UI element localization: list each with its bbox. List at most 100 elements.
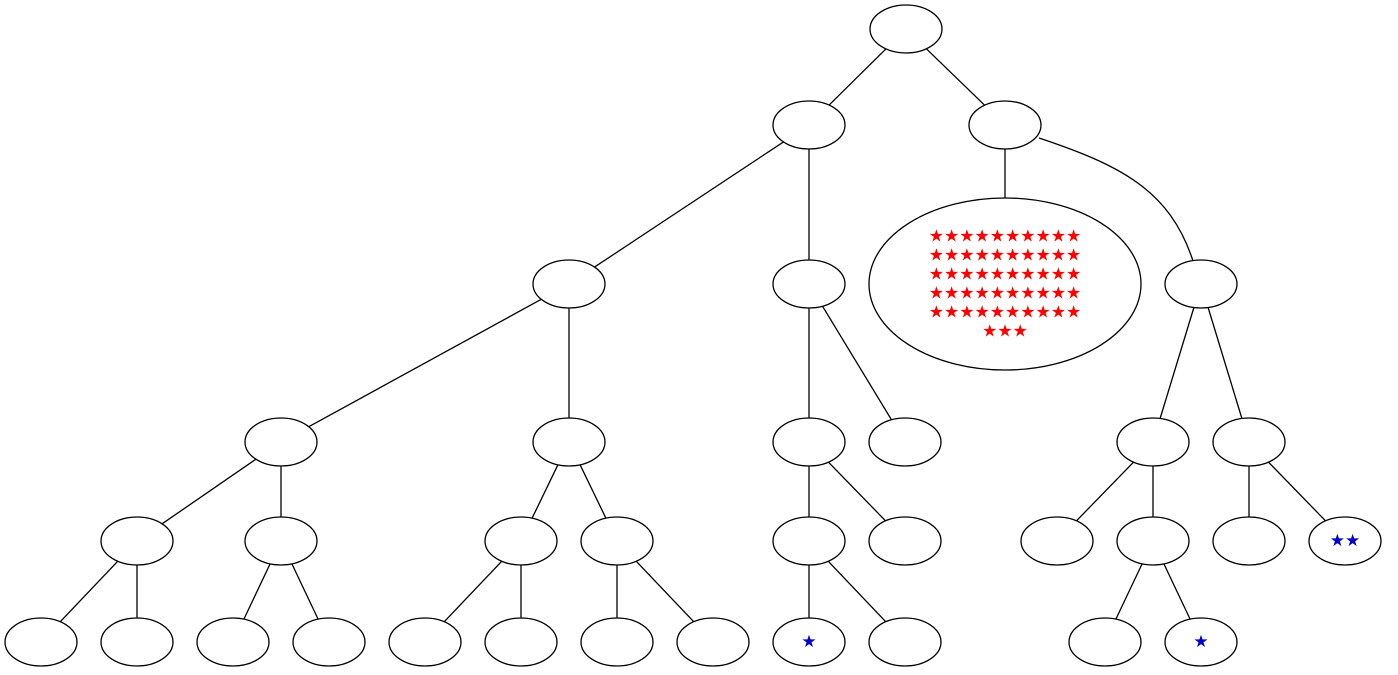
tree-node-l3f xyxy=(1212,417,1286,467)
tree-node-ellipse xyxy=(532,417,606,467)
tree-node-ellipse xyxy=(100,516,174,566)
tree-edge-l4b-l5c xyxy=(243,563,271,620)
tree-node-ellipse xyxy=(868,617,942,667)
tree-node-l3e xyxy=(1116,417,1190,467)
tree-node-ellipse xyxy=(1212,417,1286,467)
tree-node-ellipse xyxy=(1116,417,1190,467)
tree-node-ellipse xyxy=(869,4,943,54)
tree-edge-l3b-l4d xyxy=(579,464,607,519)
star-row: ★★ xyxy=(1330,531,1360,551)
tree-node-ellipse xyxy=(484,617,558,667)
tree-node-l3b xyxy=(532,417,606,467)
tree-node-ellipse xyxy=(868,417,942,467)
tree-edge-l4c-l5e xyxy=(443,560,503,623)
star-row: ★★★★★★★★★★ xyxy=(929,265,1081,285)
tree-node-l3c xyxy=(772,417,846,467)
tree-node-root xyxy=(869,4,943,54)
tree-edge-l2b-l3d xyxy=(821,305,893,421)
tree-node-l5e xyxy=(388,617,462,667)
tree-node-l4e xyxy=(772,516,846,566)
tree-node-ellipse xyxy=(676,617,750,667)
tree-edge-l4h-l5k xyxy=(1115,563,1143,620)
tree-node-l4h xyxy=(1116,516,1190,566)
star-row: ★★★ xyxy=(982,322,1028,342)
tree-node-l4c xyxy=(484,516,558,566)
tree-node-l4j: ★★ xyxy=(1308,516,1382,566)
tree-node-l5j xyxy=(868,617,942,667)
tree-node-ellipse xyxy=(868,197,1142,371)
tree-node-ellipse xyxy=(244,516,318,566)
tree-node-label: ★ xyxy=(801,632,816,652)
tree-edge-l4d-l5h xyxy=(635,560,695,623)
tree-node-ellipse xyxy=(772,417,846,467)
tree-node-label: ★★★★★★★★★★★★★★★★★★★★★★★★★★★★★★★★★★★★★★★★… xyxy=(929,227,1081,342)
star-row: ★★★★★★★★★★ xyxy=(929,227,1081,247)
tree-node-ellipse xyxy=(4,617,78,667)
star-row: ★★★★★★★★★★ xyxy=(929,303,1081,323)
tree-node-ellipse xyxy=(244,417,318,467)
tree-node-ellipse xyxy=(580,617,654,667)
tree-node-l5c xyxy=(196,617,270,667)
tree-node-l5d xyxy=(292,617,366,667)
tree-node-ellipse xyxy=(388,617,462,667)
star-row: ★ xyxy=(801,632,816,652)
tree-node-ellipse xyxy=(772,516,846,566)
tree-node-l3a xyxy=(244,417,318,467)
tree-edge-l2a-l3a xyxy=(308,298,542,428)
tree-node-l4a xyxy=(100,516,174,566)
tree-edge-l2d-l3f xyxy=(1207,307,1243,419)
tree-node-ellipse xyxy=(1116,516,1190,566)
tree-node-ellipse xyxy=(968,100,1042,150)
tree-node-ellipse xyxy=(1308,516,1382,566)
tree-node-ellipse xyxy=(772,259,846,309)
tree-node-ellipse xyxy=(532,259,606,309)
tree-node-ellipse xyxy=(196,617,270,667)
tree-edge-l4h-l5l xyxy=(1163,563,1191,620)
tree-edge-l4a-l5a xyxy=(59,560,119,623)
tree-node-l5g xyxy=(580,617,654,667)
tree-nodes: ★★★★★★★★★★★★★★★★★★★★★★★★★★★★★★★★★★★★★★★★… xyxy=(4,4,1382,667)
tree-node-ellipse xyxy=(100,617,174,667)
tree-node-ellipse xyxy=(772,100,846,150)
tree-node-label: ★ xyxy=(1193,632,1208,652)
tree-node-l1a xyxy=(772,100,846,150)
tree-node-l2b xyxy=(772,259,846,309)
star-row: ★★★★★★★★★★ xyxy=(929,284,1081,304)
tree-node-l5f xyxy=(484,617,558,667)
tree-node-l4b xyxy=(244,516,318,566)
tree-edge-l3a-l4a xyxy=(161,458,257,525)
tree-node-l2d xyxy=(1164,259,1238,309)
tree-edge-root-l1b xyxy=(925,48,986,106)
tree-node-l4f xyxy=(868,516,942,566)
tree-node-l5k xyxy=(1068,617,1142,667)
tree-node-l5a xyxy=(4,617,78,667)
star-row: ★★★★★★★★★★ xyxy=(929,246,1081,266)
tree-node-l4g xyxy=(1020,516,1094,566)
tree-node-ellipse xyxy=(1164,259,1238,309)
tree-node-l2a xyxy=(532,259,606,309)
tree-edge-l1b-l2d xyxy=(1038,137,1194,262)
tree-node-l5b xyxy=(100,617,174,667)
tree-node-ellipse xyxy=(1164,617,1238,667)
tree-node-ellipse xyxy=(1020,516,1094,566)
tree-edge-l3b-l4c xyxy=(531,464,559,519)
tree-edges xyxy=(59,48,1326,623)
tree-node-l5i: ★ xyxy=(772,617,846,667)
tree-edge-l1a-l2a xyxy=(594,141,784,268)
tree-edge-l2d-l3e xyxy=(1159,307,1195,419)
tree-edge-l3e-l4g xyxy=(1076,461,1134,522)
tree-node-ellipse xyxy=(484,516,558,566)
tree-node-ellipse xyxy=(580,516,654,566)
tree-node-l1b xyxy=(968,100,1042,150)
tree-edge-l4b-l5d xyxy=(291,563,319,620)
tree-node-ellipse xyxy=(292,617,366,667)
tree-node-label: ★★ xyxy=(1330,531,1360,551)
tree-node-l4i xyxy=(1212,516,1286,566)
tree-edge-l3c-l4f xyxy=(828,461,886,522)
tree-node-l3d xyxy=(868,417,942,467)
tree-node-l5h xyxy=(676,617,750,667)
star-row: ★ xyxy=(1193,632,1208,652)
tree-edge-l3f-l4j xyxy=(1268,461,1326,522)
tree-node-ellipse xyxy=(1212,516,1286,566)
tree-node-ellipse xyxy=(868,516,942,566)
